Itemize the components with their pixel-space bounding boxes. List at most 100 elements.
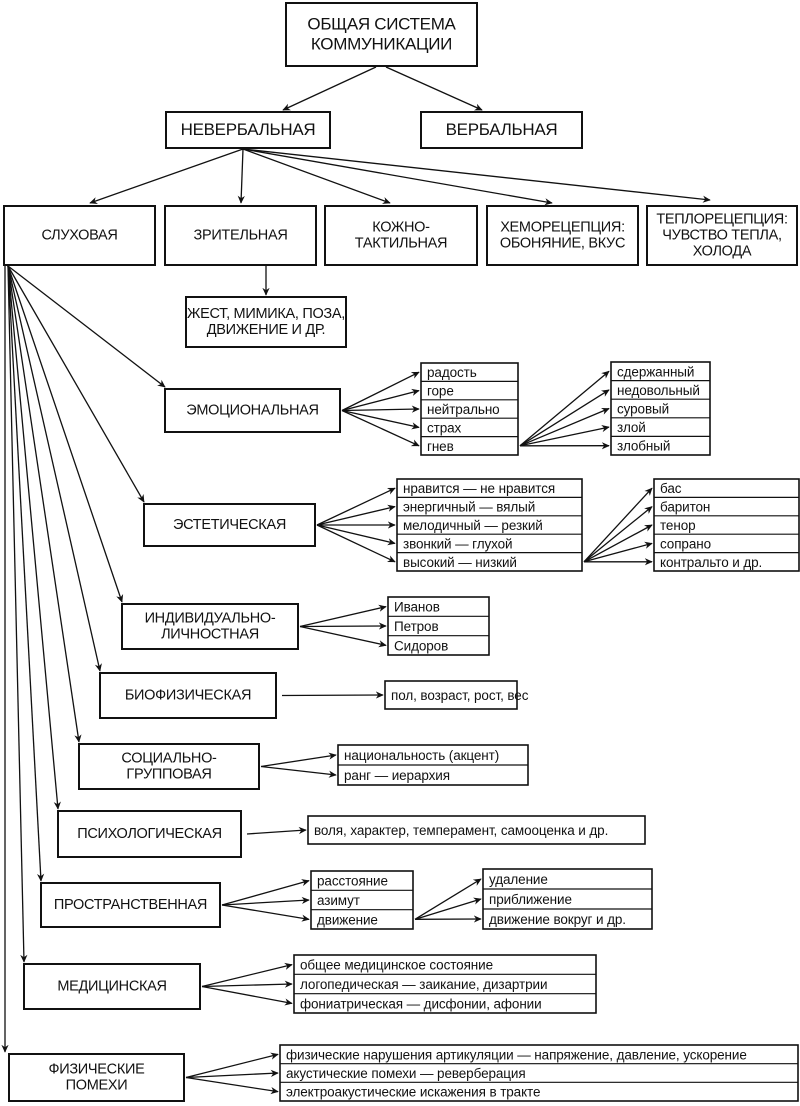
arrow-spatial-to-subitem [414, 897, 482, 920]
aspect-emotional-label: ЭМОЦИОНАЛЬНАЯ [186, 403, 318, 419]
list-aesthetic-frame [396, 478, 583, 572]
aspect-spatial-label: ПРОСТРАНСТВЕННАЯ [54, 897, 207, 913]
list-item: злобный [617, 439, 670, 454]
aspect-social-label: ГРУППОВАЯ [126, 767, 211, 783]
channel-chemo-label: ОБОНЯНИЕ, ВКУС [500, 236, 625, 252]
channel-tactile-frame [324, 205, 478, 266]
arrow-emotional-to-subitem [519, 425, 610, 447]
aspect-individual-label: ЛИЧНОСТНАЯ [161, 627, 259, 643]
list-spatial-frame [310, 870, 414, 930]
list-item: электроакустические искажения в тракте [286, 1085, 540, 1100]
visual-detail-node-frame [185, 296, 347, 348]
list-item: приближение [489, 892, 572, 907]
list-item: физические нарушения артикуляции — напря… [286, 1047, 747, 1062]
channel-auditory-label: СЛУХОВАЯ [41, 228, 117, 244]
aspect-social: СОЦИАЛЬНО-ГРУППОВАЯ [78, 743, 260, 790]
list-medical-frame [293, 954, 597, 1014]
arrow-aesthetic-to-subitem [583, 487, 653, 563]
arrow-medical-to-item [201, 962, 293, 988]
list-item: гнев [427, 439, 454, 454]
list-item: сопрано [660, 536, 711, 551]
sublist-aesthetic-frame [653, 478, 800, 572]
list-item: сдержанный [617, 364, 694, 379]
list-item: азимут [317, 893, 360, 908]
arrow-to-visual [237, 148, 245, 204]
list-item: Иванов [394, 600, 440, 615]
node-nonverbal-label: НЕВЕРБАЛЬНАЯ [181, 120, 316, 139]
node-nonverbal-frame [165, 111, 331, 149]
list-medical: общее медицинское состояниелогопедическа… [293, 954, 597, 1014]
channel-tactile-label: ТАКТИЛЬНАЯ [355, 236, 447, 252]
aspect-individual-label: ИНДИВИДУАЛЬНО- [145, 611, 276, 627]
aspect-individual: ИНДИВИДУАЛЬНО-ЛИЧНОСТНАЯ [121, 603, 299, 650]
arrow-biophysical-to-item [281, 691, 384, 699]
aspect-psychological-label: ПСИХОЛОГИЧЕСКАЯ [77, 826, 222, 842]
visual-detail-node-label: ЖЕСТ, МИМИКА, ПОЗА, [187, 306, 345, 322]
aspect-emotional: ЭМОЦИОНАЛЬНАЯ [164, 388, 341, 433]
channel-visual: ЗРИТЕЛЬНАЯ [164, 205, 317, 266]
arrow-spatial-to-item [221, 896, 310, 906]
list-item: злой [617, 420, 646, 435]
aspect-noise-frame [8, 1053, 185, 1102]
arrow-emotional-to-item [341, 371, 420, 412]
arrow-individual-to-item [299, 625, 387, 648]
arrow-auditory-to-biophysical [7, 265, 102, 672]
list-item: общее медицинское состояние [300, 958, 493, 973]
channel-auditory-frame [3, 205, 156, 266]
arrow-auditory-to-spatial [7, 265, 45, 882]
arrow-auditory-to-social [7, 265, 82, 743]
list-item: энергичный — вялый [403, 500, 535, 515]
channel-tactile: КОЖНО-ТАКТИЛЬНАЯ [324, 205, 478, 266]
arrow-individual-to-item [299, 622, 387, 630]
channel-thermo-label: ЧУВСТВО ТЕПЛА, [662, 228, 781, 244]
list-spatial: расстояние азимут движение [310, 870, 414, 930]
arrow-root-to-verbal [385, 66, 483, 111]
arrow-to-chemo [242, 148, 553, 206]
arrow-auditory-to-psychological [7, 265, 61, 810]
arrow-emotional-to-subitem [519, 407, 610, 447]
arrow-emotional-to-item [341, 409, 420, 430]
list-psychological: воля, характер, темперамент, самооценка … [307, 815, 646, 845]
list-biophysical-frame [384, 680, 518, 710]
channel-tactile-label: КОЖНО- [372, 220, 430, 236]
channel-visual-frame [164, 205, 317, 266]
node-verbal: ВЕРБАЛЬНАЯ [420, 111, 583, 149]
list-noise: физические нарушения артикуляции — напря… [279, 1044, 799, 1102]
arrow-aesthetic-to-item [316, 524, 396, 546]
list-item: движение [317, 912, 378, 927]
list-item: расстояние [317, 874, 388, 889]
list-item: ранг — иерархия [344, 768, 450, 783]
aspect-social-label: СОЦИАЛЬНО- [121, 751, 217, 767]
aspect-aesthetic-label: ЭСТЕТИЧЕСКАЯ [173, 517, 286, 533]
arrow-auditory-to-medical [7, 265, 28, 963]
channel-thermo-frame [646, 205, 798, 266]
aspect-biophysical-frame [99, 672, 277, 719]
channel-thermo-label: ТЕПЛОРЕЦЕПЦИЯ: [656, 212, 787, 228]
list-social: национальность (акцент)ранг — иерархия [337, 744, 529, 786]
aspect-medical: МЕДИЦИНСКАЯ [23, 963, 201, 1010]
aspect-medical-frame [23, 963, 201, 1010]
arrow-aesthetic-to-subitem [583, 541, 653, 563]
node-verbal-label: ВЕРБАЛЬНАЯ [446, 120, 558, 139]
aspect-biophysical-label: БИОФИЗИЧЕСКАЯ [125, 688, 251, 704]
arrow-psychological-to-item [246, 826, 307, 835]
arrow-root-to-nonverbal [282, 66, 377, 111]
aspect-noise-label: ПОМЕХИ [66, 1078, 128, 1094]
channel-auditory: СЛУХОВАЯ [3, 205, 156, 266]
arrow-spatial-to-item [221, 904, 310, 922]
node-nonverbal: НЕВЕРБАЛЬНАЯ [165, 111, 331, 149]
channel-chemo-frame [486, 205, 639, 266]
list-item: тенор [660, 518, 696, 533]
arrow-medical-to-item [201, 980, 293, 988]
list-item: нейтрально [427, 402, 500, 417]
list-noise-frame [279, 1044, 799, 1102]
visual-detail-node-label: ДВИЖЕНИЕ И ДР. [207, 322, 326, 338]
aspect-individual-frame [121, 603, 299, 650]
